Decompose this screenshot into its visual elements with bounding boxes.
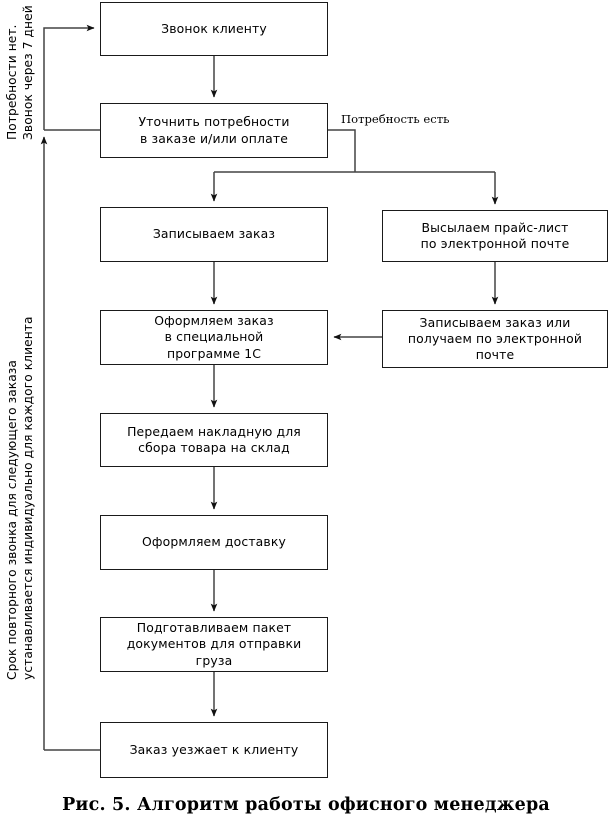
node-call-client-label: Звонок клиенту [161,20,267,36]
edge-label-recall-term: Срок повторного звонка для следующего за… [5,316,36,680]
node-delivery-label: Оформляем доставку [141,534,286,550]
edge-feedback-to-call-client [43,24,95,130]
edge-label-no-need: Потребности нет.Звонок через 7 дней [5,5,36,140]
figure-caption: Рис. 5. Алгоритм работы офисного менедже… [62,795,550,815]
node-write-order-label: Записываем заказ [152,226,276,242]
edge-label-need-exists: Потребность есть [341,112,450,126]
edge-clarify-right-stem [328,129,356,172]
node-order-leaves-label: Заказ уезжает к клиенту [129,741,299,757]
node-call-client[interactable]: Звонок клиенту [100,2,328,56]
node-write-order[interactable]: Записываем заказ [100,207,328,262]
node-delivery[interactable]: Оформляем доставку [100,515,328,570]
node-order-leaves[interactable]: Заказ уезжает к клиенту [100,722,328,778]
